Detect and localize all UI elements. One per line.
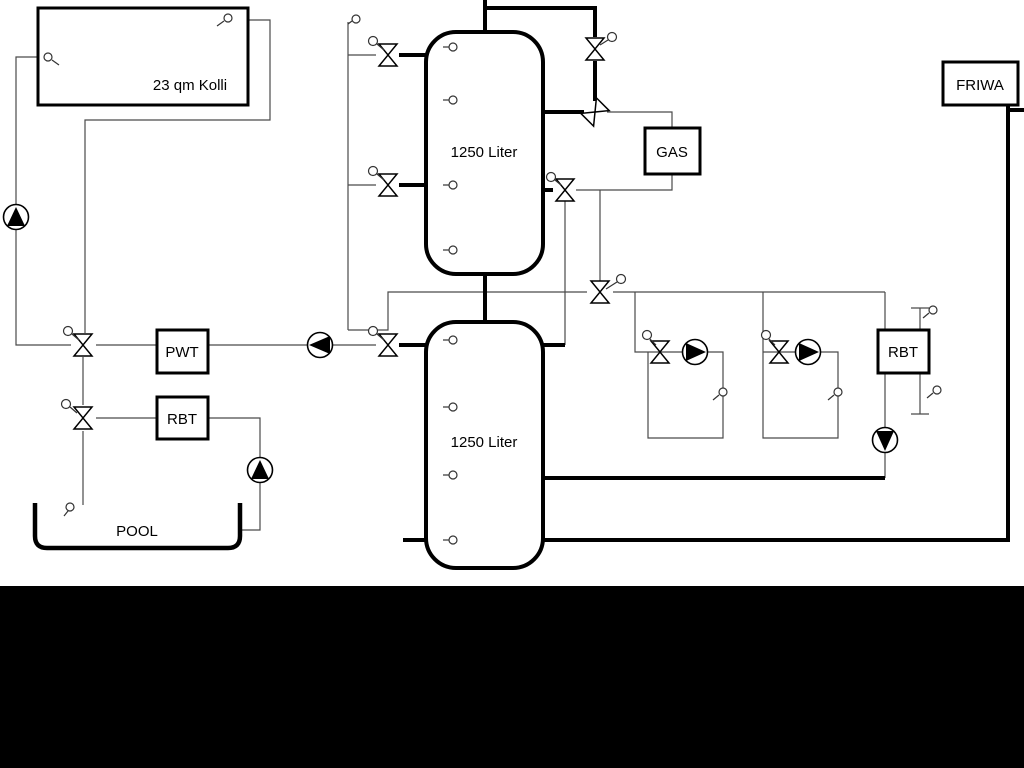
- friwa-box: FRIWA: [941, 60, 1020, 107]
- pipe-network-primary: [399, 0, 1024, 542]
- rbt-left-box: RBT: [155, 395, 210, 441]
- valve-icons: [60, 31, 790, 430]
- letterbox-bar: [0, 586, 1024, 768]
- pump-rbt-right-icon: [871, 426, 899, 454]
- valve-tank-mid-right-icon: [545, 171, 576, 202]
- pump-collector-icon: [2, 203, 30, 231]
- pool-label: POOL: [116, 523, 158, 540]
- valve-tank-top-upper-icon: [367, 35, 399, 67]
- valve-loading-circuit-2-icon: [760, 329, 790, 364]
- collector-label: 23 qm Kolli: [153, 77, 227, 94]
- pump-pool-icon: [246, 456, 274, 484]
- pwt-heat-exchanger-box: PWT: [155, 328, 210, 375]
- valve-rbt-left-icon: [60, 398, 94, 430]
- pump-loading-1-icon: [681, 338, 709, 366]
- rbt-right-label: RBT: [888, 344, 918, 361]
- valve-tank-top-lower-icon: [367, 165, 399, 197]
- valve-tank-bottom-icon: [367, 325, 399, 357]
- pump-pwt-loop-icon: [306, 331, 334, 359]
- friwa-label: FRIWA: [956, 77, 1004, 94]
- pool-basin: POOL: [32, 503, 243, 551]
- pump-loading-2-icon: [794, 338, 822, 366]
- buffer-tank-top: 1250 Liter: [424, 30, 545, 276]
- pump-icons: [2, 203, 899, 484]
- valve-loading-circuit-1-icon: [641, 329, 671, 364]
- solar-collector-box: 23 qm Kolli: [36, 6, 250, 107]
- tank-bottom-label: 1250 Liter: [451, 434, 518, 451]
- buffer-tank-bottom: 1250 Liter: [424, 320, 545, 570]
- gas-boiler-box: GAS: [643, 126, 702, 176]
- rbt-left-label: RBT: [167, 411, 197, 428]
- tank-top-label: 1250 Liter: [451, 144, 518, 161]
- sensor-dots: [43, 13, 942, 545]
- rbt-right-box: RBT: [876, 328, 931, 375]
- valve-pwt-icon: [62, 325, 94, 357]
- three-way-valve-distribution-icon: [589, 273, 627, 304]
- gas-label: GAS: [656, 144, 688, 161]
- pwt-label: PWT: [165, 344, 198, 361]
- mixing-valve-gas-icon: [579, 96, 611, 128]
- valve-top-right-icon: [584, 31, 618, 61]
